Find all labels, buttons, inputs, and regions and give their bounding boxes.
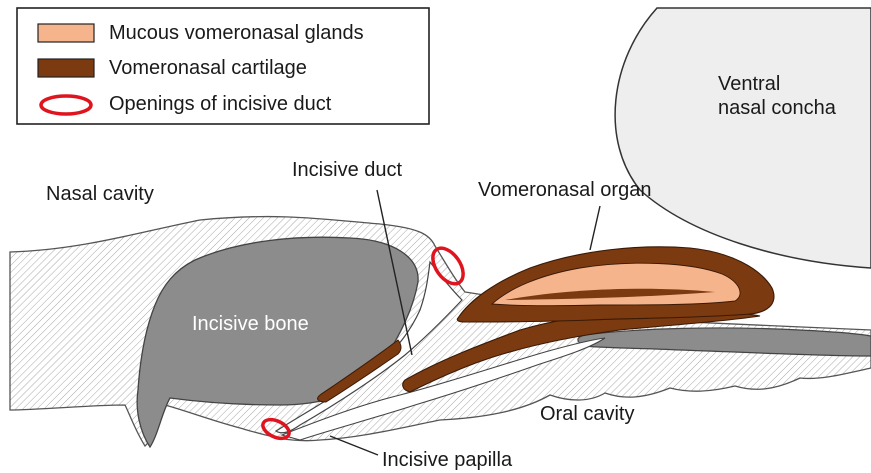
legend-label-opening: Openings of incisive duct bbox=[109, 93, 332, 115]
leader-line-incisive-papilla bbox=[330, 436, 378, 455]
label-incisive-bone: Incisive bone bbox=[192, 313, 309, 335]
legend-label-glands: Mucous vomeronasal glands bbox=[109, 22, 364, 44]
label-vomeronasal-organ: Vomeronasal organ bbox=[478, 179, 651, 201]
label-nasal-cavity: Nasal cavity bbox=[46, 183, 154, 205]
legend: Mucous vomeronasal glands Vomeronasal ca… bbox=[17, 8, 429, 124]
legend-label-cartilage: Vomeronasal cartilage bbox=[109, 57, 307, 79]
leader-line-vomeronasal-organ bbox=[590, 206, 600, 250]
label-ventral: Ventral bbox=[718, 73, 780, 95]
ventral-nasal-concha bbox=[615, 8, 871, 268]
legend-swatch-cartilage bbox=[38, 59, 94, 77]
legend-swatch-glands bbox=[38, 24, 94, 42]
label-oral-cavity: Oral cavity bbox=[540, 403, 634, 425]
label-incisive-duct: Incisive duct bbox=[292, 159, 402, 181]
label-incisive-papilla: Incisive papilla bbox=[382, 449, 513, 471]
label-nasal-concha: nasal concha bbox=[718, 97, 837, 119]
